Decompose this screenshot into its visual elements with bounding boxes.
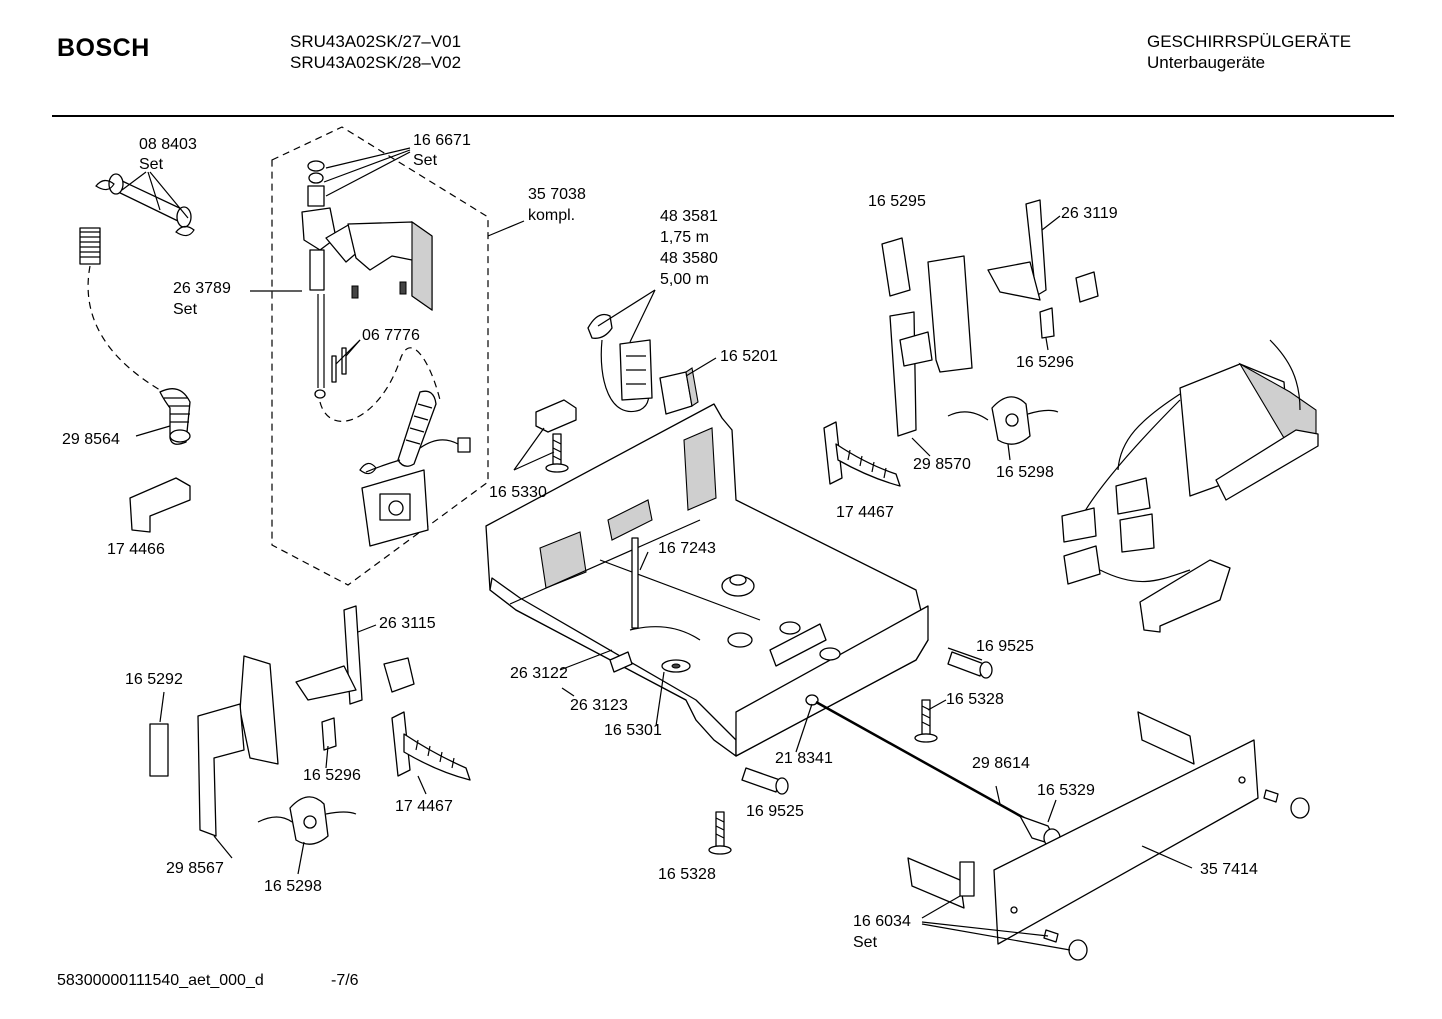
rod-298614-part [815,700,1025,820]
brand-logo: BOSCH [57,34,150,62]
label-067776: 06 7776 [362,327,420,344]
door-panel-357414-part [993,739,1259,945]
label-174467-top: 17 4467 [836,504,894,521]
header-rule [52,115,1394,117]
clip-165296-part [1039,307,1055,339]
heater-174467-part [823,421,901,487]
label-174466: 17 4466 [107,541,165,558]
label-165328-right: 16 5328 [946,691,1004,708]
spring-hose-part [79,227,101,265]
label-483580-length: 5,00 m [660,271,709,288]
bracket-263119-part [987,199,1099,303]
screw-169525b-part [741,767,789,795]
label-263122: 26 3122 [510,665,568,682]
assembly-frame [271,126,489,586]
label-165295: 16 5295 [868,193,926,210]
bracket-174466-part [129,477,191,533]
label-263789: 26 3789 [173,280,231,297]
block-165330-part [535,399,577,433]
label-357038-kompl: kompl. [528,207,575,224]
part-labels: 08 8403 Set 16 6671 Set 35 7038 kompl. 4… [62,132,1258,951]
label-165296-bottom: 16 5296 [303,767,361,784]
label-165329: 16 5329 [1037,782,1095,799]
label-165201: 16 5201 [720,348,778,365]
label-166034: 16 6034 [853,913,911,930]
screw-165328-part [914,699,938,743]
bracket-298570-part [889,255,973,437]
label-263119: 26 3119 [1061,205,1118,222]
cable-connector-part [587,313,699,415]
base-tub-part [485,403,929,757]
label-298570: 29 8570 [913,456,971,473]
screw-165330-part [545,433,569,473]
label-169525-right: 16 9525 [976,638,1034,655]
label-088403: 08 8403 [139,136,197,153]
label-483581: 48 3581 [660,208,718,225]
label-263123: 26 3123 [570,697,628,714]
label-169525-bottom: 16 9525 [746,803,804,820]
screw-165328b-part [708,811,732,855]
valve-assembly-part [301,160,433,399]
label-165298-top: 16 5298 [996,464,1054,481]
label-088403-set: Set [139,156,164,173]
wiring-harness-part [1061,339,1319,633]
label-357414: 35 7414 [1200,861,1258,878]
label-165301: 16 5301 [604,722,662,739]
label-263789-set: Set [173,301,198,318]
label-298564: 29 8564 [62,431,120,448]
subcategory-title: Unterbaugeräte [1147,53,1266,72]
label-165296-top: 16 5296 [1016,354,1074,371]
label-166671-set: Set [413,152,438,169]
label-263115: 26 3115 [379,615,436,632]
label-165328-bottom: 16 5328 [658,866,716,883]
bracket-298567-part [197,655,279,837]
clip-165296b-part [321,717,337,751]
corrugated-hose-part [159,388,191,445]
heater-174467b-part [391,711,471,781]
label-167243: 16 7243 [658,540,716,557]
model-number-1: SRU43A02SK/27–V01 [290,32,462,51]
model-number-2: SRU43A02SK/28–V02 [290,53,462,72]
control-module-part [361,469,429,547]
sensor-165298b-part [257,796,357,845]
label-357038: 35 7038 [528,186,586,203]
coil-hose-part [359,390,471,475]
category-title: GESCHIRRSPÜLGERÄTE [1147,32,1352,51]
label-174467-bottom: 17 4467 [395,798,453,815]
label-166034-set: Set [853,934,878,951]
label-165292: 16 5292 [125,671,183,688]
cable-route-dashed [319,347,441,422]
document-id: 58300000111540_aet_000_d [57,972,264,989]
screw-169525-part [947,651,993,679]
label-483581-length: 1,75 m [660,229,709,246]
label-165298-bottom: 16 5298 [264,878,322,895]
label-166671: 16 6671 [413,132,471,149]
label-218341: 21 8341 [775,750,833,767]
bracket-263115-part [295,605,415,705]
hose-route-dashed [87,265,161,391]
label-298567: 29 8567 [166,860,224,877]
clip-165292-part [149,723,169,777]
hinge-166034-part [907,711,1195,909]
label-165330: 16 5330 [489,484,547,501]
page-number: -7/6 [331,972,359,989]
label-298614: 29 8614 [972,755,1030,772]
sensor-165298-part [947,396,1059,445]
label-483580: 48 3580 [660,250,718,267]
leader-lines [121,147,1193,951]
cap-166034-part [1043,789,1310,961]
clip-165295-part [881,237,911,297]
hose-set-part [95,173,195,237]
